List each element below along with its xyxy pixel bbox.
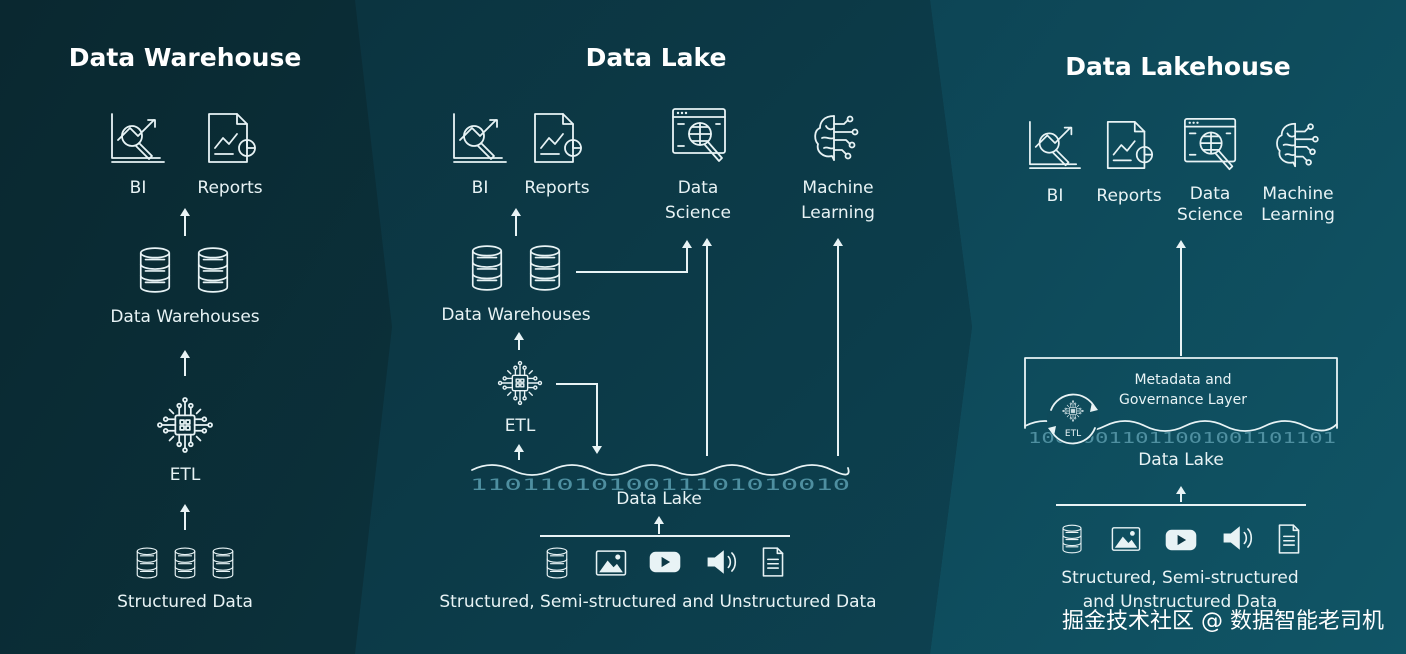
data-science-label-line1: Data [1190,184,1231,204]
arrow-up [1176,486,1186,502]
binary-data: 1101101010011101010010 [470,475,850,494]
machine-learning-label-line2: Learning [1261,205,1335,225]
data-lake-wave [471,464,850,476]
arrow-up [511,208,521,236]
data-science-label-line1: Data [678,178,719,198]
machine-learning-label-line1: Machine [802,178,873,198]
data-lake-label: Data Lake [1138,450,1224,470]
video-icon [1165,529,1197,551]
reports-label: Reports [197,178,262,198]
governance-layer-box [1024,357,1338,429]
panel-warehouse-title: Data Warehouse [69,43,302,72]
etl-label: ETL [505,416,536,436]
panel-lake-bg [355,0,972,654]
arrow-up [180,208,190,236]
machine-learning-label-line1: Machine [1262,184,1333,204]
bi-label: BI [130,178,147,198]
panel-lakehouse: Data Lakehouse BI Reports Data Science M… [1024,52,1338,612]
sources-label-line2: and Unstructured Data [1083,592,1278,612]
arrow-up [514,332,524,350]
panel-lake-title: Data Lake [586,43,727,72]
reports-label: Reports [524,178,589,198]
arrow-warehouse-to-science [576,240,692,273]
arrow-up [654,516,664,534]
bi-label: BI [472,178,489,198]
metadata-label-line1: Metadata and [1134,372,1231,388]
sources-label: Structured, Semi-structured and Unstruct… [439,592,876,612]
panel-lakehouse-title: Data Lakehouse [1065,52,1290,81]
data-lake-label: Data Lake [616,489,702,509]
data-science-label-line2: Science [665,203,731,223]
bi-label: BI [1047,186,1064,206]
machine-learning-label-line2: Learning [801,203,875,223]
etl-label: ETL [170,465,201,485]
watermark: 掘金技术社区 @ 数据智能老司机 [1062,609,1384,634]
arrow-lake-to-ml [833,238,843,456]
arrow-lake-to-science [702,238,712,456]
arrow-up [514,444,524,460]
panel-lakehouse-bg [930,0,1406,654]
panel-warehouse: Data Warehouse BI Reports Data Warehouse… [69,43,302,612]
etl-badge-label: ETL [1065,429,1081,439]
metadata-label-line2: Governance Layer [1119,392,1247,408]
arrow-up [180,504,190,530]
sources-label-line1: Structured, Semi-structured [1061,568,1298,588]
panel-warehouse-bg [0,0,392,654]
arrow-up [180,350,190,376]
arrow-etl-to-lake [556,383,602,454]
arrow-layer-to-consumers [1176,240,1186,356]
data-science-label-line2: Science [1177,205,1243,225]
data-warehouses-label: Data Warehouses [441,305,590,325]
panel-lake: Data Lake BI Reports Data Science Machin… [439,43,876,612]
structured-data-label: Structured Data [117,592,253,612]
data-warehouses-label: Data Warehouses [110,307,259,327]
video-icon [649,551,681,573]
reports-label: Reports [1096,186,1161,206]
binary-data: 10010011011001001101101 [1028,429,1336,447]
